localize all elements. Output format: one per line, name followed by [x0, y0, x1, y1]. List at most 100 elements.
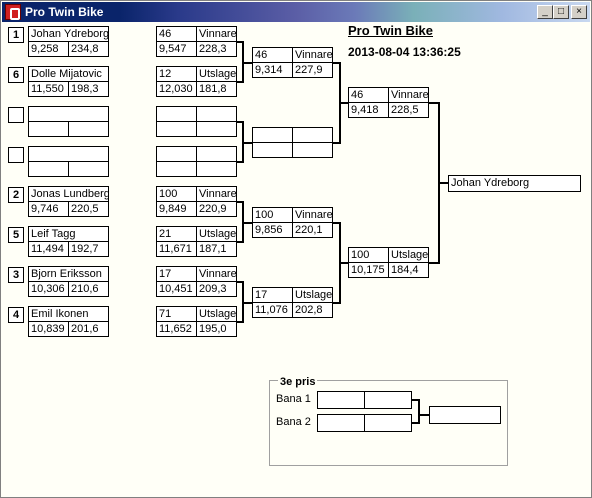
round1-4-speed[interactable]: 220,9: [196, 201, 237, 217]
round1-5-id[interactable]: 21: [156, 226, 197, 242]
round2-3-time[interactable]: 11,076: [252, 302, 293, 318]
rider-7-name[interactable]: Emil Ikonen: [28, 306, 109, 322]
round1-2-time[interactable]: [156, 121, 197, 137]
round1-1-id[interactable]: 12: [156, 66, 197, 82]
rider-6-time[interactable]: 10,306: [28, 281, 69, 297]
rider-5-name[interactable]: Leif Tagg: [28, 226, 109, 242]
round1-7-time[interactable]: 11,652: [156, 321, 197, 337]
rider-4-time[interactable]: 9,746: [28, 201, 69, 217]
rider-4-name[interactable]: Jonas Lundberg: [28, 186, 109, 202]
lane2-result-field[interactable]: [364, 414, 412, 432]
round2-0-time[interactable]: 9,314: [252, 62, 293, 78]
round1-5-result[interactable]: Utslagen: [196, 226, 237, 242]
rider-0-speed[interactable]: 234,8: [68, 41, 109, 57]
round1-4-result[interactable]: Vinnare: [196, 186, 237, 202]
app-icon[interactable]: [5, 4, 21, 20]
rider-6-speed[interactable]: 210,6: [68, 281, 109, 297]
third-place-label: 3e pris: [278, 376, 318, 388]
rider-1-name[interactable]: Dolle Mijatovic: [28, 66, 109, 82]
round1-5-speed[interactable]: 187,1: [196, 241, 237, 257]
round1-0-id[interactable]: 46: [156, 26, 197, 42]
rider-3-speed[interactable]: [68, 161, 109, 177]
round1-3-speed[interactable]: [196, 161, 237, 177]
round2-2-id[interactable]: 100: [252, 207, 293, 223]
round1-2-id[interactable]: [156, 106, 197, 122]
rider-2-time[interactable]: [28, 121, 69, 137]
third-place-winner-field[interactable]: [429, 406, 501, 424]
round2-3-id[interactable]: 17: [252, 287, 293, 303]
round2-0-id[interactable]: 46: [252, 47, 293, 63]
semi-0-speed[interactable]: 228,5: [388, 102, 429, 118]
round1-1-speed[interactable]: 181,8: [196, 81, 237, 97]
rider-3-time[interactable]: [28, 161, 69, 177]
round1-7-result[interactable]: Utslagen: [196, 306, 237, 322]
round2-3-result[interactable]: Utslagen: [292, 287, 333, 303]
round1-3-id[interactable]: [156, 146, 197, 162]
rider-3-name[interactable]: [28, 146, 109, 162]
lane2-rider-field[interactable]: [317, 414, 365, 432]
round1-3-time[interactable]: [156, 161, 197, 177]
round2-2-time[interactable]: 9,856: [252, 222, 293, 238]
window-title: Pro Twin Bike: [25, 5, 104, 19]
lane1-result-field[interactable]: [364, 391, 412, 409]
rider-2-name[interactable]: [28, 106, 109, 122]
page-title: Pro Twin Bike: [348, 23, 433, 38]
round2-3-speed[interactable]: 202,8: [292, 302, 333, 318]
round1-5-time[interactable]: 11,671: [156, 241, 197, 257]
round1-0-result[interactable]: Vinnare: [196, 26, 237, 42]
title-bar[interactable]: Pro Twin Bike _ □ ×: [2, 2, 590, 22]
semi-0-time[interactable]: 9,418: [348, 102, 389, 118]
round1-6-time[interactable]: 10,451: [156, 281, 197, 297]
round1-6-id[interactable]: 17: [156, 266, 197, 282]
lane1-rider-field[interactable]: [317, 391, 365, 409]
connector: [237, 121, 243, 123]
round1-4-time[interactable]: 9,849: [156, 201, 197, 217]
rider-0-name[interactable]: Johan Ydreborg: [28, 26, 109, 42]
rider-1-speed[interactable]: 198,3: [68, 81, 109, 97]
seed-number: 6: [8, 67, 24, 83]
round2-1-result[interactable]: [292, 127, 333, 143]
minimize-button[interactable]: _: [537, 5, 553, 19]
round1-1-result[interactable]: Utslagen: [196, 66, 237, 82]
close-button[interactable]: ×: [571, 5, 587, 19]
semi-1-time[interactable]: 10,175: [348, 262, 389, 278]
round1-2-speed[interactable]: [196, 121, 237, 137]
rider-1-time[interactable]: 11,550: [28, 81, 69, 97]
round2-2-speed[interactable]: 220,1: [292, 222, 333, 238]
round1-7-speed[interactable]: 195,0: [196, 321, 237, 337]
round2-0-result[interactable]: Vinnare: [292, 47, 333, 63]
round1-0-time[interactable]: 9,547: [156, 41, 197, 57]
round1-3-result[interactable]: [196, 146, 237, 162]
round2-1-id[interactable]: [252, 127, 293, 143]
round2-2-result[interactable]: Vinnare: [292, 207, 333, 223]
rider-4-speed[interactable]: 220,5: [68, 201, 109, 217]
semi-1-speed[interactable]: 184,4: [388, 262, 429, 278]
round1-7-id[interactable]: 71: [156, 306, 197, 322]
rider-2-speed[interactable]: [68, 121, 109, 137]
semi-1-id[interactable]: 100: [348, 247, 389, 263]
champion-field[interactable]: Johan Ydreborg: [448, 175, 581, 192]
rider-6-name[interactable]: Bjorn Eriksson: [28, 266, 109, 282]
round1-1-time[interactable]: 12,030: [156, 81, 197, 97]
round2-1-time[interactable]: [252, 142, 293, 158]
maximize-button[interactable]: □: [553, 5, 569, 19]
round2-1-speed[interactable]: [292, 142, 333, 158]
semi-1-result[interactable]: Utslagen: [388, 247, 429, 263]
semi-0-result[interactable]: Vinnare: [388, 87, 429, 103]
connector: [429, 102, 439, 104]
rider-5-speed[interactable]: 192,7: [68, 241, 109, 257]
semi-0-id[interactable]: 46: [348, 87, 389, 103]
rider-5-time[interactable]: 11,494: [28, 241, 69, 257]
round1-4-id[interactable]: 100: [156, 186, 197, 202]
rider-7-speed[interactable]: 201,6: [68, 321, 109, 337]
connector: [339, 262, 348, 264]
round1-6-speed[interactable]: 209,3: [196, 281, 237, 297]
rider-7-time[interactable]: 10,839: [28, 321, 69, 337]
round1-6-result[interactable]: Vinnare: [196, 266, 237, 282]
round1-0-speed[interactable]: 228,3: [196, 41, 237, 57]
round1-2-result[interactable]: [196, 106, 237, 122]
connector: [429, 262, 439, 264]
seed-number: 3: [8, 267, 24, 283]
round2-0-speed[interactable]: 227,9: [292, 62, 333, 78]
rider-0-time[interactable]: 9,258: [28, 41, 69, 57]
